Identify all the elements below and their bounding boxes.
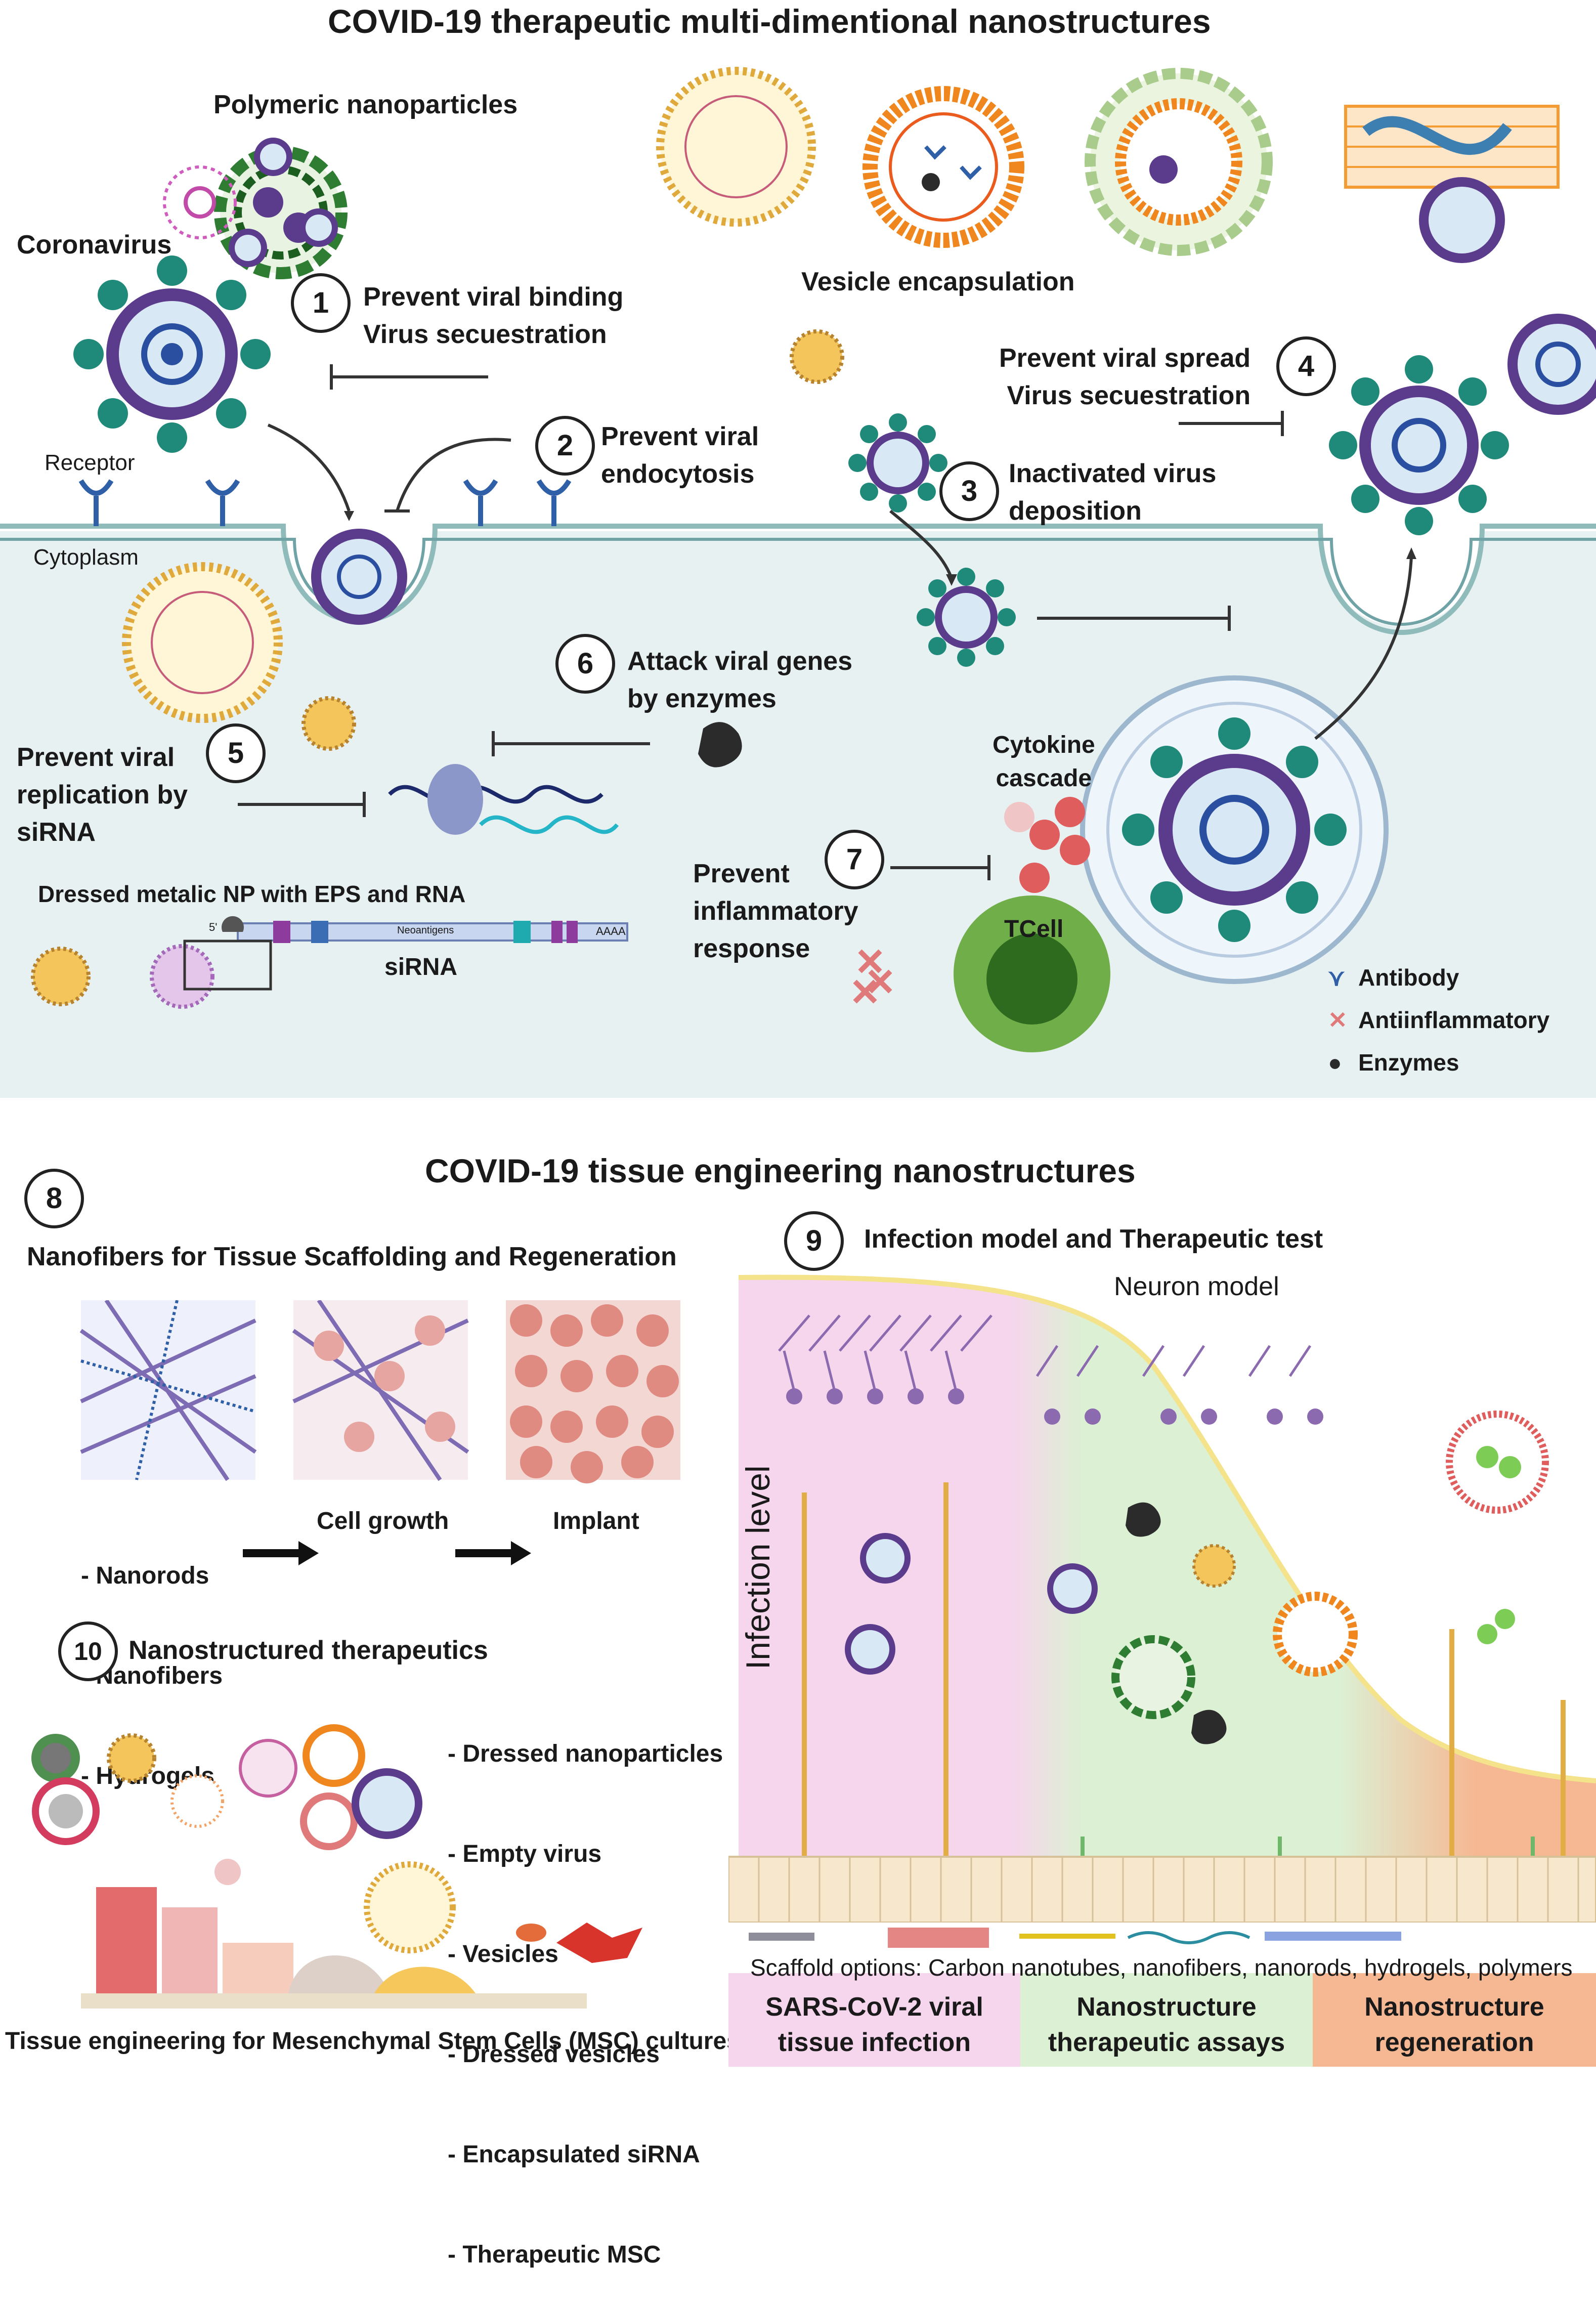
therapeutic-np-icons bbox=[31, 1724, 456, 1953]
receptor-icon bbox=[78, 479, 572, 526]
cytokine-icon bbox=[1004, 797, 1090, 893]
legend-antiinflammatory: ✕Antiinflammatory bbox=[1328, 1001, 1549, 1039]
cell-membrane-diagram bbox=[0, 67, 1596, 1098]
step-1-badge: 1 bbox=[291, 273, 351, 333]
neuron-axons bbox=[802, 1482, 1566, 1862]
section-9-title: Infection model and Therapeutic test bbox=[864, 1224, 1323, 1254]
drug-vesicle-icon bbox=[862, 86, 1024, 248]
polymeric-label: Polymeric nanoparticles bbox=[213, 90, 518, 119]
neuron-model-label: Neuron model bbox=[1114, 1272, 1279, 1301]
top-title: COVID-19 therapeutic multi-dimentional n… bbox=[328, 3, 1211, 40]
coated-vesicle-icon bbox=[1085, 68, 1273, 256]
released-virus-icon bbox=[1329, 355, 1509, 535]
panel-infection bbox=[728, 1973, 1020, 2067]
msc-culture-illustration bbox=[31, 1724, 642, 2009]
cell-growth-scaffold-image bbox=[292, 1300, 469, 1481]
infection-model-diagram bbox=[728, 1274, 1596, 2067]
dressed-np-label: Dressed metalic NP with EPS and RNA bbox=[38, 881, 466, 907]
scaffold-options-row bbox=[728, 1923, 1596, 1973]
neuron-somas bbox=[786, 1388, 1323, 1425]
virus-in-pit-icon bbox=[311, 529, 407, 625]
construct-neoantigens: Neoantigens bbox=[397, 925, 454, 936]
therapeutic-np-tissue-icons bbox=[1111, 1411, 1549, 1744]
tissue-virus-icons bbox=[845, 1533, 1098, 1675]
deposited-virus-icon bbox=[917, 568, 1016, 667]
arrowheads bbox=[344, 511, 1416, 586]
stage-implant: Implant bbox=[553, 1508, 639, 1534]
liposome-icon bbox=[656, 67, 816, 227]
step-6-badge: 6 bbox=[555, 634, 615, 694]
section-8-title: Nanofibers for Tissue Scaffolding and Re… bbox=[27, 1242, 677, 1271]
arrow-right-icon bbox=[243, 1541, 319, 1565]
cytoplasm-label: Cytoplasm bbox=[33, 545, 139, 570]
nanofiber-scaffold-image bbox=[79, 1300, 257, 1481]
tissue-cells bbox=[758, 1857, 1579, 1923]
membrane-outer bbox=[0, 524, 1596, 635]
infection-level-label: Infection level bbox=[739, 1465, 777, 1670]
section-9-badge: 9 bbox=[784, 1211, 844, 1271]
panel-regeneration bbox=[1313, 1973, 1596, 2067]
lipid-nanoparticle-icon bbox=[122, 562, 283, 723]
antiinflammatory-molecule-icon bbox=[853, 949, 892, 1004]
step-4-badge: 4 bbox=[1276, 336, 1336, 396]
antibody-icon: ⋎ bbox=[1328, 964, 1345, 991]
section-10-title: Nanostructured therapeutics bbox=[128, 1636, 488, 1665]
dressed-np-icon bbox=[31, 329, 844, 1009]
section-8-badge: 8 bbox=[24, 1169, 84, 1228]
tcell-label: TCell bbox=[1004, 916, 1064, 943]
pathway-arrows bbox=[238, 364, 1413, 880]
implant-scaffold-image bbox=[506, 1300, 680, 1483]
arrow-right-icon bbox=[455, 1541, 531, 1565]
coronavirus-label: Coronavirus bbox=[17, 230, 172, 260]
vesicle-label: Vesicle encapsulation bbox=[801, 267, 1075, 296]
step-3-badge: 3 bbox=[939, 461, 999, 521]
section-10-caption: Tissue engineering for Mesenchymal Stem … bbox=[5, 2028, 740, 2055]
culture-base bbox=[81, 1993, 587, 2009]
virus-edge-icon bbox=[1507, 314, 1596, 415]
legend-antibody: ⋎Antibody bbox=[1328, 959, 1459, 996]
legend-enzymes: ●Enzymes bbox=[1328, 1044, 1459, 1081]
step-7-badge: 7 bbox=[825, 830, 884, 889]
tcell-icon bbox=[954, 895, 1110, 1052]
panel-therapeutic bbox=[1020, 1973, 1313, 2067]
step-5-badge: 5 bbox=[206, 723, 266, 783]
antiinflammatory-icon: ✕ bbox=[1328, 1007, 1348, 1033]
polymeric-nanoparticle-icon bbox=[163, 138, 348, 279]
tissue-base bbox=[728, 1856, 1596, 1924]
infection-curve-line bbox=[738, 1274, 1596, 1783]
construct-5prime: 5' bbox=[209, 921, 218, 933]
scaffold-samples bbox=[749, 1928, 1401, 1948]
ribosome-sirna-icon bbox=[388, 764, 619, 835]
progress-arrows bbox=[243, 1541, 531, 1565]
receptor-label: Receptor bbox=[45, 450, 135, 475]
scaffold-images bbox=[79, 1300, 680, 1483]
carbon-nanotube-icon bbox=[1344, 105, 1560, 263]
step-2-badge: 2 bbox=[535, 416, 595, 476]
bottom-title: COVID-19 tissue engineering nanostructur… bbox=[425, 1152, 1136, 1189]
scaffold-options-text: Scaffold options: Carbon nanotubes, nano… bbox=[750, 1954, 1573, 1981]
enzyme-icon: ● bbox=[1328, 1049, 1342, 1076]
stage-cell-growth: Cell growth bbox=[317, 1508, 449, 1534]
msc-cells bbox=[96, 1887, 642, 1993]
neuron-dendrites bbox=[778, 1314, 1312, 1392]
enzyme-icon bbox=[698, 722, 742, 767]
sirna-label: siRNA bbox=[384, 954, 458, 980]
coronavirus-icon bbox=[73, 255, 271, 453]
sirna-construct-icon bbox=[183, 916, 628, 991]
construct-polya: AAAA bbox=[596, 925, 626, 937]
exocytosis-vesicle-icon bbox=[1080, 675, 1389, 984]
section-10-badge: 10 bbox=[58, 1621, 118, 1681]
inactivated-virus-icon bbox=[848, 413, 947, 513]
